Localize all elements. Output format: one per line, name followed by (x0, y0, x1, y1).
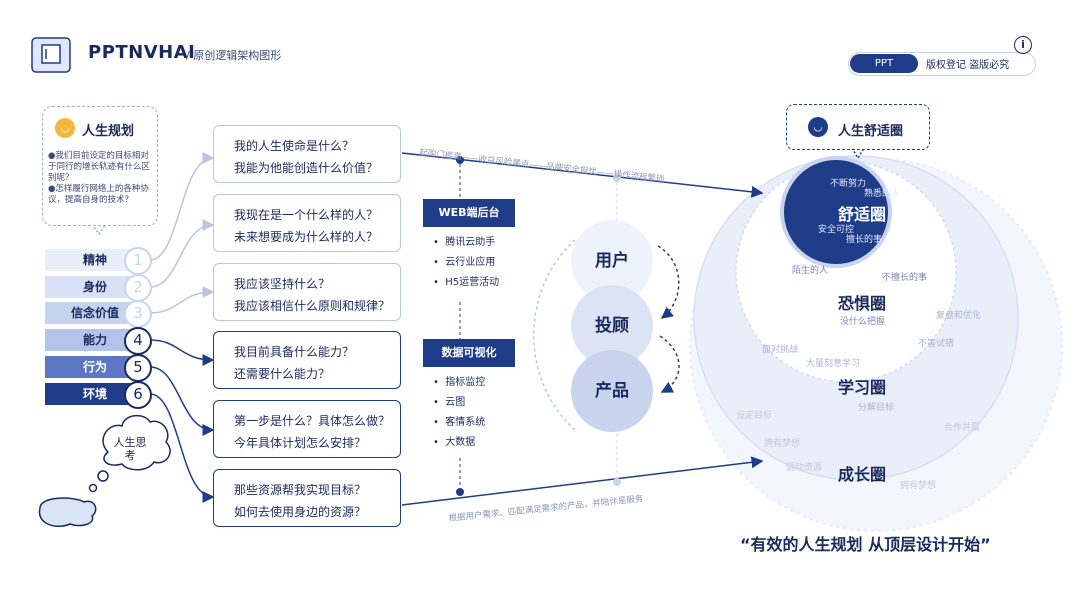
slogan: “有效的人生规划 从顶层设计开始” (740, 535, 991, 554)
list-item: • 指标监控 (433, 377, 486, 388)
level-identity: 身份 (45, 276, 145, 298)
list-item: • 腾讯云助手 (433, 237, 496, 248)
question-line: 我现在是一个什么样的人？ (234, 208, 379, 222)
list-item: • 云图 (433, 397, 466, 408)
think-bubble-text: 人生思考 (113, 436, 147, 462)
logo-icon (30, 34, 74, 74)
question-line: 第一步是什么？具体怎么做？ (234, 414, 391, 428)
question-box-belief: 我应该坚持什么？ 我应该相信什么原则和规律？ (213, 263, 401, 321)
level-belief: 信念价值 (45, 302, 145, 324)
zone-note: 大量刻意学习 (806, 359, 861, 369)
level-number-3: 3 (124, 300, 152, 328)
question-line: 那些资源帮我实现目标？ (234, 483, 367, 497)
question-box-identity: 我现在是一个什么样的人？ 未来想要成为什么样的人？ (213, 194, 401, 252)
life-plan-note: ●怎样履行网络上的各种协议，提高自身的技术？ (48, 184, 149, 205)
list-item: • 云行业应用 (433, 257, 496, 268)
level-spirit: 精神 (45, 249, 145, 271)
list-item: • 大数据 (433, 437, 476, 448)
life-plan-title: 人生规划 (82, 124, 135, 139)
zone-note: 擅长的事 (846, 235, 883, 245)
smile-icon: ◡ (55, 118, 75, 138)
question-line: 我应该坚持什么？ (234, 277, 331, 291)
life-plan-note: ●我们目前设定的目标相对于同行的增长轨迹有什么区别呢？ (48, 151, 151, 183)
question-box-ability: 我目前具备什么能力？ 还需要什么能力？ (213, 331, 401, 389)
question-line: 我目前具备什么能力？ (234, 345, 355, 359)
zone-note: 熟悉的人 (864, 189, 901, 199)
question-line: 我应该相信什么原则和规律？ (234, 299, 391, 313)
comfort-zone-title: 舒适圈 (838, 205, 887, 224)
brand-subtitle: / 原创逻辑架构图形 (186, 49, 282, 62)
question-line: 还需要什么能力？ (234, 367, 331, 381)
level-environment: 环境 (45, 383, 145, 405)
question-line: 未来想要成为什么样的人？ (234, 230, 379, 244)
comfort-zone-bubble-title: 人生舒适圈 (838, 124, 904, 139)
core-circle-user: 用户 (571, 220, 653, 302)
question-box-behavior: 第一步是什么？具体怎么做？ 今年具体计划怎么安排？ (213, 400, 401, 458)
growth-zone-title: 成长圈 (838, 465, 887, 484)
fear-zone-title: 恐惧圈 (838, 294, 887, 313)
toggle-copyright[interactable]: 版权登记 盗版必究 (926, 60, 1010, 71)
level-number-1: 1 (124, 247, 152, 275)
list-item: • 客情系统 (433, 417, 486, 428)
brand-name: PPTNVHAI (88, 42, 196, 63)
level-number-6: 6 (124, 381, 152, 409)
core-circle-product: 产品 (571, 350, 653, 432)
zone-note: 不害试错 (918, 339, 955, 349)
question-line: 我能为他能创造什么价值？ (234, 161, 379, 175)
web-backend-list: • 腾讯云助手 • 云行业应用 • H5运营活动 (423, 227, 515, 299)
web-backend-header: WEB端后台 (423, 199, 515, 227)
data-viz-list: • 指标监控 • 云图 • 客情系统 • 大数据 (423, 367, 515, 457)
data-viz-header: 数据可视化 (423, 339, 515, 367)
list-item: • H5运营活动 (433, 277, 500, 288)
smile-icon: ◡ (808, 117, 828, 137)
zone-note: 拥有梦想 (900, 481, 937, 491)
zone-note: 安全可控 (818, 225, 855, 235)
zone-note: 不断努力 (830, 179, 867, 189)
zone-note: 面对挑战 (762, 345, 799, 355)
question-line: 我的人生使命是什么？ (234, 139, 355, 153)
question-line: 如何去使用身边的资源？ (234, 505, 367, 519)
zone-note: 复盘和优化 (936, 311, 982, 321)
question-box-environment: 那些资源帮我实现目标？ 如何去使用身边的资源？ (213, 469, 401, 527)
zone-note: 设定目标 (736, 411, 773, 421)
toggle-ppt[interactable]: PPT (850, 54, 918, 73)
core-circle-advisor: 投顾 (571, 285, 653, 367)
level-number-2: 2 (124, 274, 152, 302)
zone-note: 没什么把握 (840, 317, 886, 327)
level-ability: 能力 (45, 329, 145, 351)
level-behavior: 行为 (45, 356, 145, 378)
zone-note: 陌生的人 (792, 266, 829, 276)
level-number-4: 4 (124, 327, 152, 355)
zone-note: 不擅长的事 (882, 273, 928, 283)
zone-note: 调动资源 (786, 463, 823, 473)
learning-zone-title: 学习圈 (838, 378, 887, 397)
zone-note: 分解目标 (858, 403, 895, 413)
question-line: 今年具体计划怎么安排？ (234, 436, 367, 450)
level-number-5: 5 (124, 354, 152, 382)
life-plan-notes: ●我们目前设定的目标相对于同行的增长轨迹有什么区别呢？ ●怎样履行网络上的各种协… (48, 151, 152, 206)
question-box-mission: 我的人生使命是什么？ 我能为他能创造什么价值？ (213, 125, 401, 183)
zone-note: 合作共赢 (944, 423, 981, 433)
zone-note: 拥有梦想 (764, 439, 801, 449)
info-icon[interactable]: i (1014, 36, 1032, 54)
